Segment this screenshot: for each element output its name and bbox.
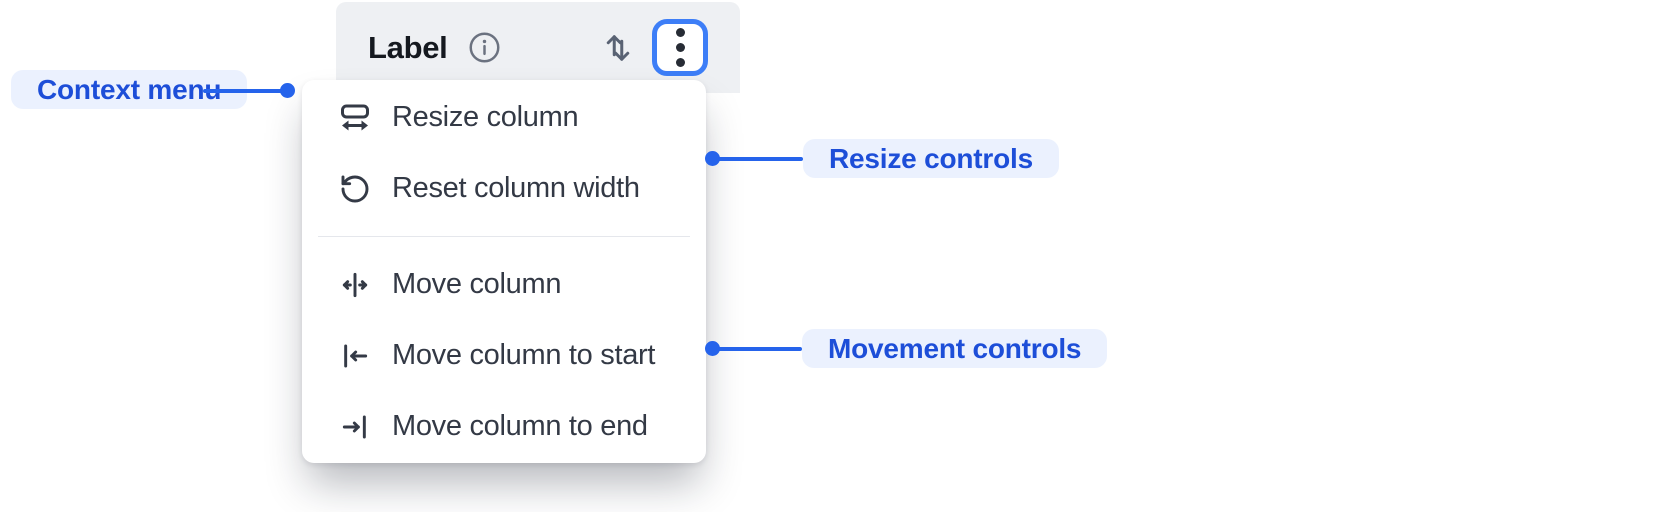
menu-item-label: Move column to end bbox=[392, 410, 648, 442]
menu-item-reset-column-width[interactable]: Reset column width bbox=[302, 153, 706, 224]
menu-item-move-column-to-start[interactable]: Move column to start bbox=[302, 320, 706, 391]
move-column-icon bbox=[338, 268, 372, 302]
column-header: Label bbox=[336, 2, 740, 93]
kebab-menu-icon bbox=[675, 28, 685, 37]
annotation-movement-controls: Movement controls bbox=[802, 329, 1108, 368]
menu-item-label: Move column to start bbox=[392, 339, 656, 371]
menu-item-move-column-to-end[interactable]: Move column to end bbox=[302, 391, 706, 462]
menu-item-label: Resize column bbox=[392, 101, 579, 133]
annotation-connector-line bbox=[203, 89, 287, 93]
menu-item-label: Move column bbox=[392, 268, 562, 300]
annotation-resize-controls: Resize controls bbox=[803, 139, 1059, 178]
menu-divider bbox=[318, 236, 690, 237]
info-icon[interactable] bbox=[468, 31, 501, 64]
sort-icon[interactable] bbox=[600, 30, 636, 66]
reset-column-width-icon bbox=[338, 172, 372, 206]
move-column-to-end-icon bbox=[338, 410, 372, 444]
move-column-to-start-icon bbox=[338, 339, 372, 373]
resize-column-icon bbox=[338, 101, 372, 135]
annotation-connector-dot bbox=[280, 83, 295, 98]
annotation-connector-dot bbox=[705, 341, 720, 356]
menu-item-resize-column[interactable]: Resize column bbox=[302, 82, 706, 153]
kebab-menu-icon bbox=[675, 43, 685, 52]
annotation-connector-line bbox=[712, 347, 802, 351]
kebab-menu-icon bbox=[675, 58, 685, 67]
annotation-connector-line bbox=[712, 157, 803, 161]
menu-item-label: Reset column width bbox=[392, 172, 640, 204]
column-context-menu: Resize column Reset column width bbox=[302, 80, 706, 463]
menu-item-move-column[interactable]: Move column bbox=[302, 249, 706, 320]
column-header-title: Label bbox=[368, 29, 448, 65]
column-menu-button[interactable] bbox=[652, 19, 708, 76]
annotation-connector-dot bbox=[705, 151, 720, 166]
